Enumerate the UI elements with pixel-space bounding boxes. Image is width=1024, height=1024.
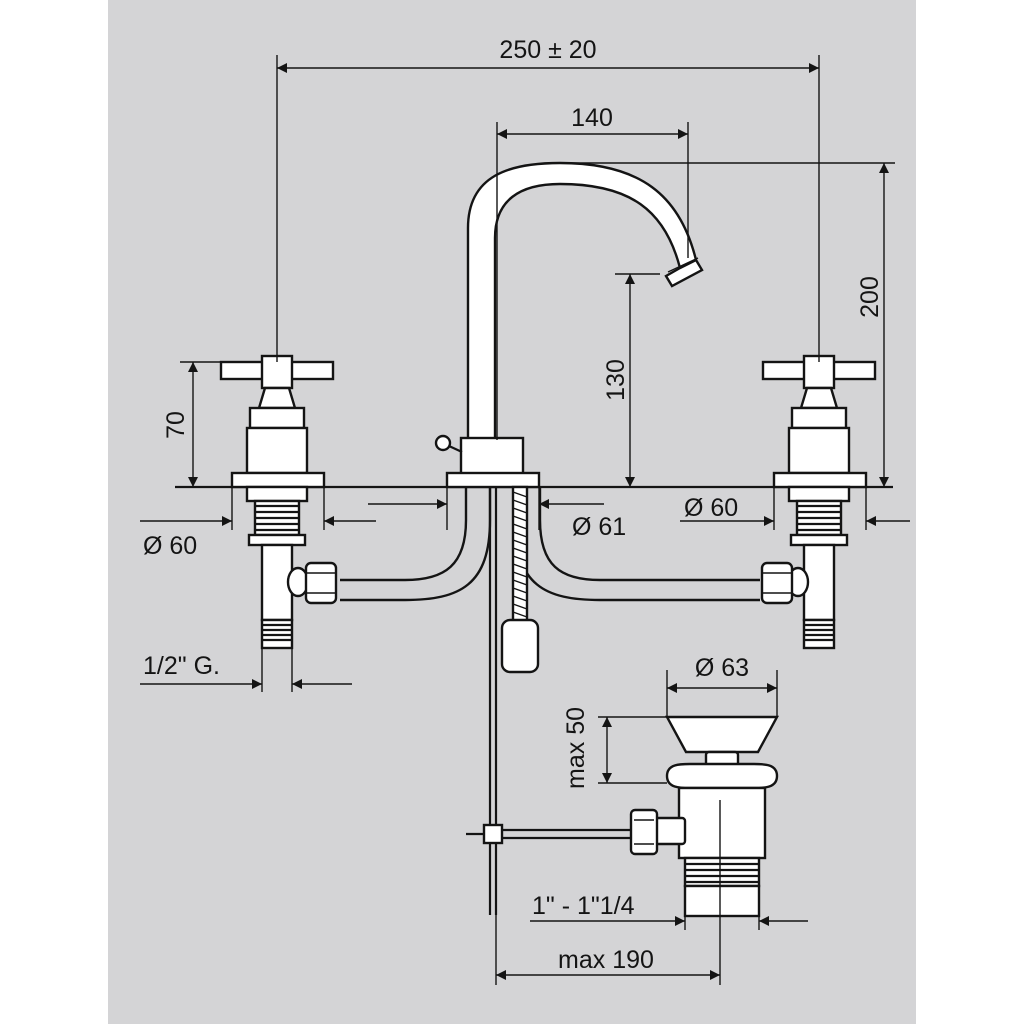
left-valve-body xyxy=(245,485,338,650)
right-cross-handle xyxy=(761,354,877,489)
label-rod-distance: max 190 xyxy=(558,946,654,974)
label-waste-height: max 50 xyxy=(562,707,590,789)
label-waste-diameter: Ø 63 xyxy=(695,654,749,682)
label-overall-width: 250 ± 20 xyxy=(499,36,596,64)
label-spout-height: 130 xyxy=(602,359,630,401)
spout xyxy=(445,161,704,489)
label-waste-thread: 1" - 1"1/4 xyxy=(532,892,635,920)
mixer-tap-assembly xyxy=(175,161,893,918)
center-braided-hose xyxy=(500,485,540,674)
pull-rod xyxy=(488,487,498,915)
label-left-diameter: Ø 60 xyxy=(143,532,197,560)
popup-lever xyxy=(434,434,463,453)
right-valve-body xyxy=(760,485,851,650)
dimension-labels: 250 ± 20 140 200 130 70 Ø 60 Ø 61 Ø 60 1… xyxy=(143,36,884,974)
left-cross-handle xyxy=(219,354,335,489)
popup-waste xyxy=(466,715,780,918)
extension-lines xyxy=(180,55,895,985)
label-spout-base-diameter: Ø 61 xyxy=(572,513,626,541)
label-total-height: 200 xyxy=(856,276,884,318)
label-right-diameter: Ø 60 xyxy=(684,494,738,522)
label-spout-reach: 140 xyxy=(571,104,613,132)
label-inlet-thread: 1/2" G. xyxy=(143,652,220,680)
dimension-lines xyxy=(140,63,910,980)
label-handle-height: 70 xyxy=(162,411,190,439)
